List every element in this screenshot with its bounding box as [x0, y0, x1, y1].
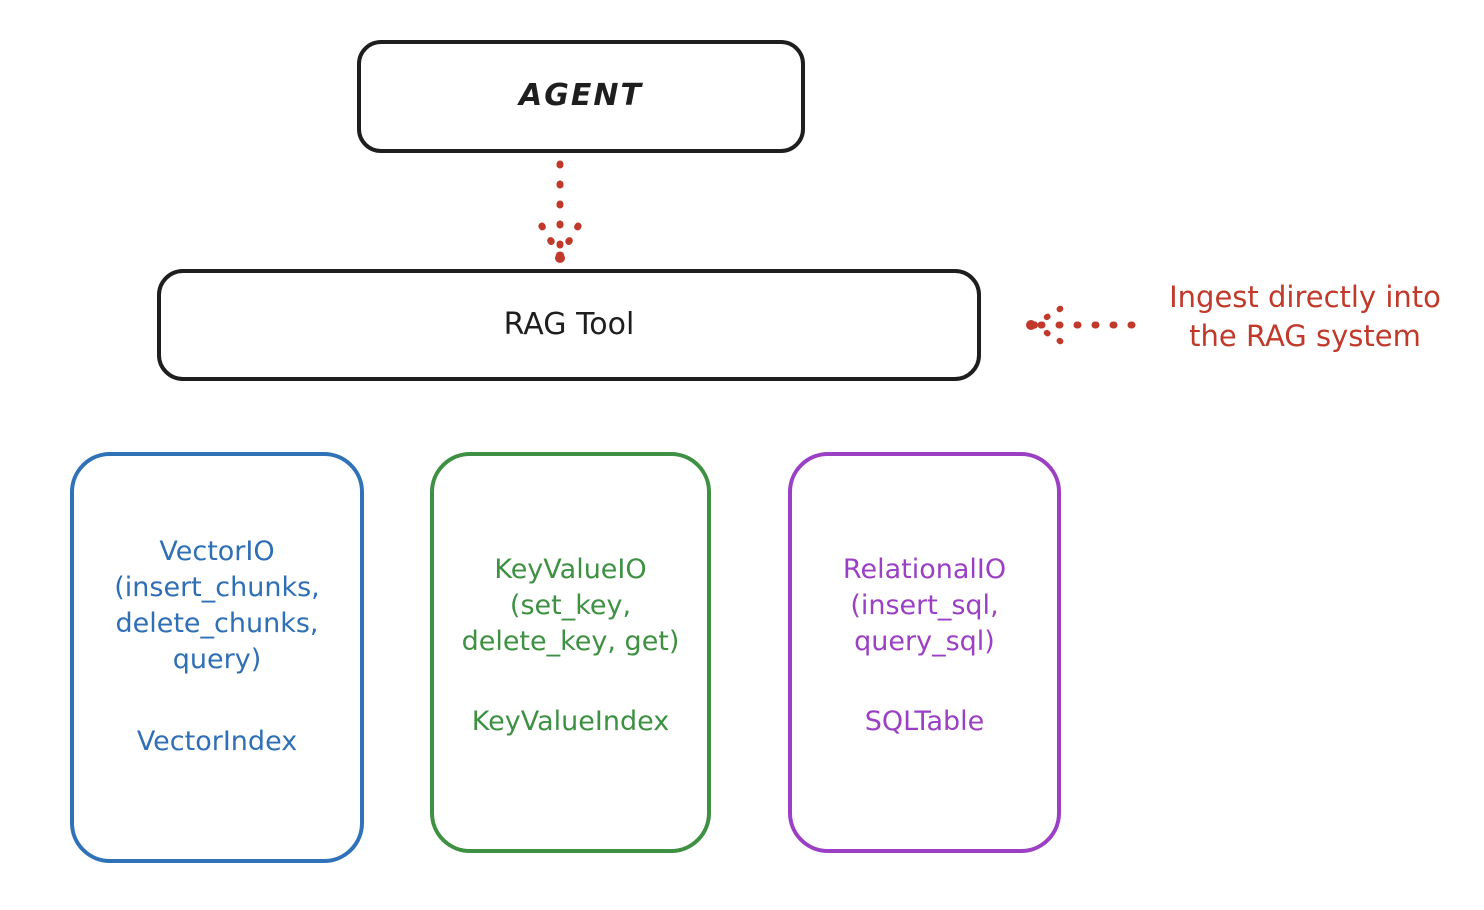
sql-table-label: SQLTable	[864, 705, 985, 737]
rag-tool-node[interactable]: RAG Tool	[157, 269, 981, 381]
agent-to-rag-tool-arrow-icon	[533, 160, 587, 263]
key-value-io-api-label: KeyValueIO (set_key, delete_key, get)	[461, 554, 680, 657]
key-value-io-node[interactable]: KeyValueIO (set_key, delete_key, get) Ke…	[430, 452, 711, 853]
agent-node[interactable]: AGENT	[357, 40, 805, 153]
rag-tool-node-label: RAG Tool	[503, 306, 635, 342]
vector-io-api-label: VectorIO (insert_chunks, delete_chunks, …	[114, 536, 320, 675]
agent-node-label: AGENT	[519, 78, 643, 114]
ingest-annotation-arrow-icon	[1026, 301, 1136, 349]
ingest-annotation-text: Ingest directly into the RAG system	[1169, 280, 1441, 354]
relational-io-api-label: RelationalIO (insert_sql, query_sql)	[842, 554, 1007, 657]
relational-io-node[interactable]: RelationalIO (insert_sql, query_sql) SQL…	[788, 452, 1061, 853]
vector-io-node[interactable]: VectorIO (insert_chunks, delete_chunks, …	[70, 452, 364, 863]
vector-index-label: VectorIndex	[136, 725, 298, 757]
key-value-index-label: KeyValueIndex	[471, 705, 670, 737]
